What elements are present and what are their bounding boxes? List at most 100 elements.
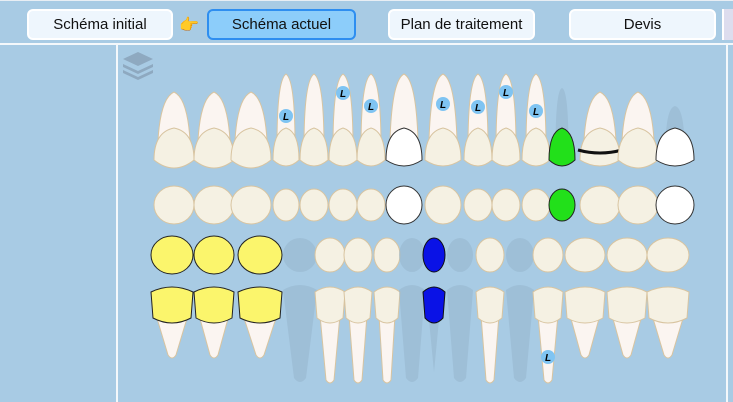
lower-tooth[interactable] [506,238,534,382]
upper-tooth[interactable] [548,88,576,222]
tooth-root [198,314,230,359]
tooth-crown [150,286,194,324]
lower-tooth[interactable] [193,235,235,359]
upper-tooth[interactable] [153,91,195,225]
overflow-button[interactable] [722,9,733,40]
tooth-root [234,91,268,141]
lower-tooth[interactable] [606,237,648,359]
tooth-occlusal [521,188,551,222]
devis-button[interactable]: Devis [569,9,716,40]
lower-tooth[interactable] [314,237,346,384]
tooth-occlusal [272,188,300,222]
tooth-crown [237,286,283,324]
badge-l-label: L [503,88,509,99]
tooth-root [569,314,601,359]
lower-tooth[interactable]: L [532,237,564,384]
tooth-occlusal [150,235,194,275]
lower-tooth[interactable] [283,238,317,382]
tooth-crown [328,127,358,167]
tooth-root [621,91,655,141]
tooth-occlusal [193,235,235,275]
upper-tooth[interactable]: L [272,73,300,222]
upper-tooth[interactable] [617,91,659,225]
lower-tooth[interactable] [150,235,194,359]
upper-tooth[interactable] [385,73,423,225]
badge-l-label: L [368,102,374,113]
tooth-crown [314,286,346,324]
tooth-crown [230,127,272,169]
badge-l-label: L [340,89,346,100]
upper-tooth[interactable]: L [328,73,358,222]
tooth-occlusal [548,188,576,222]
tooth-root [480,314,500,384]
tooth-occlusal [328,188,358,222]
tooth-crown [385,127,423,167]
upper-tooth[interactable]: L [491,73,521,222]
tooth-occlusal [463,188,493,222]
tooth-root [157,91,191,141]
tooth-root [348,314,368,384]
lower-tooth[interactable] [343,237,373,384]
tooth-root [378,314,396,384]
upper-tooth[interactable] [230,91,272,225]
lower-tooth[interactable] [399,238,425,382]
tooth-occlusal [299,188,329,222]
tooth-crown [532,286,564,324]
upper-tooth[interactable]: L [521,73,551,222]
badge-l-icon [541,350,555,364]
lower-tooth[interactable] [564,237,606,359]
tooth-crown [475,286,505,324]
badge-l-icon [279,109,293,123]
tooth-occlusal [373,237,401,273]
tooth-root [389,73,419,141]
plan-de-traitement-button[interactable]: Plan de traitement [388,9,535,40]
tooth-occlusal [564,237,606,273]
upper-tooth[interactable]: L [463,73,493,222]
tooth-crown [521,127,551,167]
ghost-tooth [506,285,534,382]
tooth-occlusal [475,237,505,273]
upper-tooth[interactable] [655,106,695,225]
tooth-crown [193,286,235,324]
tooth-occlusal [606,237,648,273]
tooth-root [611,314,643,359]
badge-l-icon [471,100,485,114]
tooth-occlusal [491,188,521,222]
lower-tooth[interactable] [373,237,401,384]
badge-l-label: L [475,103,481,114]
tooth-root [651,314,685,359]
badge-l-icon [336,86,350,100]
upper-tooth[interactable]: L [356,73,386,222]
tooth-crown [272,127,300,167]
tooth-crown [564,286,606,324]
upper-tooth[interactable] [193,91,235,225]
layers-icon[interactable] [123,52,153,80]
tooth-root [319,314,341,384]
schema-initial-button[interactable]: Schéma initial [27,9,173,40]
tooth-occlusal [230,185,272,225]
tooth-root [242,314,278,359]
lower-tooth[interactable] [447,238,473,382]
lower-tooth[interactable] [422,237,446,372]
lower-tooth[interactable] [237,235,283,359]
ghost-occlusal [506,238,534,272]
tooth-root [197,91,231,141]
tooth-root [276,73,296,141]
badge-l-icon [436,97,450,111]
tooth-occlusal [237,235,283,275]
tooth-crown [606,286,648,324]
tooth-occlusal [193,185,235,225]
ghost-tooth [283,285,317,382]
lower-tooth[interactable] [646,237,690,359]
upper-tooth[interactable] [577,91,623,225]
upper-tooth[interactable] [299,73,329,222]
upper-tooth[interactable]: L [424,73,462,225]
schema-actuel-button[interactable]: Schéma actuel [207,9,356,40]
tooth-crown [548,127,576,167]
tooth-crown [491,127,521,167]
tooth-occlusal [646,237,690,273]
toolbar: Schéma initial 👉 Schéma actuel Plan de t… [0,0,733,45]
tooth-root [155,314,189,359]
lower-tooth[interactable] [475,237,505,384]
